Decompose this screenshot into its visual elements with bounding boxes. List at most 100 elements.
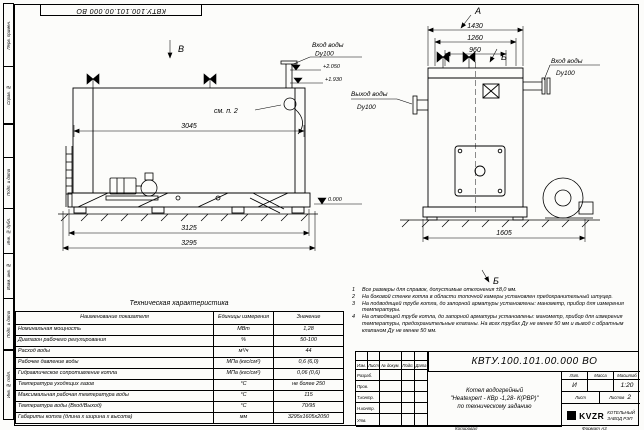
spec-cell: °С — [213, 401, 274, 413]
copied-by-label: Копировал — [455, 425, 478, 430]
spec-cell: м³/ч — [213, 346, 274, 358]
spec-cell: не более 250 — [273, 379, 344, 391]
margin-label: Взам. инв. № — [6, 262, 11, 290]
spec-row: Габариты котла (длина х ширина х высота)… — [15, 412, 344, 424]
tb-role: Т.контр. — [356, 392, 380, 403]
margin-cell: Инв. № подл. — [3, 349, 14, 420]
ground-line — [58, 213, 318, 222]
tb-product-line1: Котел водогрейный — [465, 387, 524, 394]
spec-cell: Расход воды — [15, 346, 214, 358]
margin-cell: Взам. инв. № — [3, 253, 14, 300]
tb-cell — [402, 381, 415, 392]
note-number: 4 — [352, 314, 355, 320]
spec-header-cell: Значение — [273, 311, 344, 325]
margin-cell: Подп. и дата — [3, 156, 14, 209]
tb-lit-value: И — [562, 380, 588, 392]
tb-product-line2: "Heatexpert - КВр -1,28- К(РВР)" — [450, 395, 539, 402]
tb-doc-number: КВТУ.100.101.00.000 ВО — [428, 352, 640, 372]
tb-product-name: Котел водогрейный "Heatexpert - КВр -1,2… — [428, 372, 562, 427]
see-note-label: см. п. 2 — [214, 108, 238, 115]
spec-cell: МПа (кгс/см²) — [213, 368, 274, 380]
dim-1260: 1260 — [467, 35, 483, 42]
spec-cell: 3295х1605х2050 — [273, 412, 344, 424]
front-ground-line — [400, 219, 600, 228]
tb-product-line3: по техническому заданию — [457, 404, 532, 411]
company-name-line1: КОТЕЛЬНЫЙ — [607, 410, 635, 416]
company-logo-text: KVZR — [579, 410, 605, 421]
spec-cell: Рабочее давление воды — [15, 357, 214, 369]
tb-cell — [415, 381, 428, 392]
spec-cell: МПа (кгс/см²) — [213, 357, 274, 369]
spec-table-block: Техническая характеристика Наименование … — [15, 300, 344, 424]
margin-label: Подп. и дата — [6, 169, 11, 197]
front-view-drawing: А Б Б 1430 1260 960 1605 Вход воды Dy100… — [351, 6, 600, 285]
tb-role: Пров. — [356, 381, 380, 392]
tb-cell — [380, 392, 402, 403]
tb-scale-value: 1:20 — [614, 380, 640, 392]
spec-cell: Температура уходящих газов — [15, 379, 214, 391]
outlet-callout-line1: Выход воды — [351, 90, 388, 98]
note-number: 1 — [352, 287, 355, 293]
boiler-side-outline — [67, 87, 311, 214]
spec-row: Диапазон рабочего регулирования%50-100 — [15, 335, 344, 347]
margin-label: Инв. № подл. — [6, 371, 11, 399]
inlet-callout-front-line2: Dy100 — [556, 70, 575, 77]
inlet-callout-line2: Dy100 — [315, 51, 334, 58]
note-text: На боковой стенке котла в области топочн… — [362, 293, 613, 300]
inlet-callout-front-line1: Вход воды — [551, 57, 583, 65]
tb-mass-value — [588, 380, 614, 392]
tb-cell — [380, 403, 402, 414]
margin-cell: Справ. № — [3, 66, 14, 125]
front-fittings — [412, 77, 594, 221]
spec-cell: Габариты котла (длина х ширина х высота) — [15, 412, 214, 424]
spec-cell: 0,6 (6,0) — [273, 357, 344, 369]
boiler-front-outline — [422, 62, 528, 218]
tb-cell — [415, 403, 428, 414]
margin-label: Справ. № — [6, 85, 11, 106]
tb-cell — [402, 370, 415, 381]
view-arrow-a-label: А — [474, 6, 481, 16]
tb-cell — [380, 352, 402, 361]
tb-col-izm: Изм. — [356, 361, 368, 370]
tb-sheet-cell: Лист — [562, 392, 600, 404]
tb-cell — [415, 352, 428, 361]
tb-col-podp: Подп. — [402, 361, 415, 370]
margin-cell — [3, 123, 14, 158]
tb-col-list: Лист — [368, 361, 380, 370]
spec-header-row: Наименование показателя Единицы измерени… — [15, 311, 344, 325]
tb-cell — [415, 392, 428, 403]
tb-sheets-value: 2 — [627, 394, 631, 401]
dim-1605: 1605 — [496, 230, 512, 237]
dim-960: 960 — [469, 47, 481, 54]
company-name-line2: ЗАВОД РЭП — [607, 415, 633, 421]
spec-cell: °С — [213, 390, 274, 402]
side-texts: 3045 3125 3295 В Вход воды Dy100 +2.050 … — [178, 41, 344, 247]
tb-cell — [368, 352, 380, 361]
spec-table-title: Техническая характеристика — [129, 300, 229, 307]
tb-role: Утв. — [356, 414, 380, 427]
level-mark-1930: +1.930 — [325, 77, 343, 83]
margin-label: Инв. № дубл. — [6, 217, 11, 245]
front-texts: А Б Б 1430 1260 960 1605 Вход воды Dy100… — [351, 6, 583, 285]
outlet-callout-line2: Dy100 — [357, 104, 376, 111]
valve-symbols — [86, 73, 217, 88]
tb-cell — [380, 381, 402, 392]
margin-cell: Подп. и дата — [3, 298, 14, 351]
format-word: Формат — [582, 425, 600, 430]
spec-cell: Температура воды (Вход/Выход) — [15, 401, 214, 413]
margin-cell: Перв. примен. — [3, 3, 14, 68]
note-number: 3 — [352, 300, 355, 307]
tb-sheet-label: Лист — [575, 395, 586, 400]
spec-cell: °С — [213, 379, 274, 391]
format-value: А3 — [601, 425, 607, 430]
tb-cell — [380, 370, 402, 381]
spec-cell: Максимальная рабочая температура воды — [15, 390, 214, 402]
